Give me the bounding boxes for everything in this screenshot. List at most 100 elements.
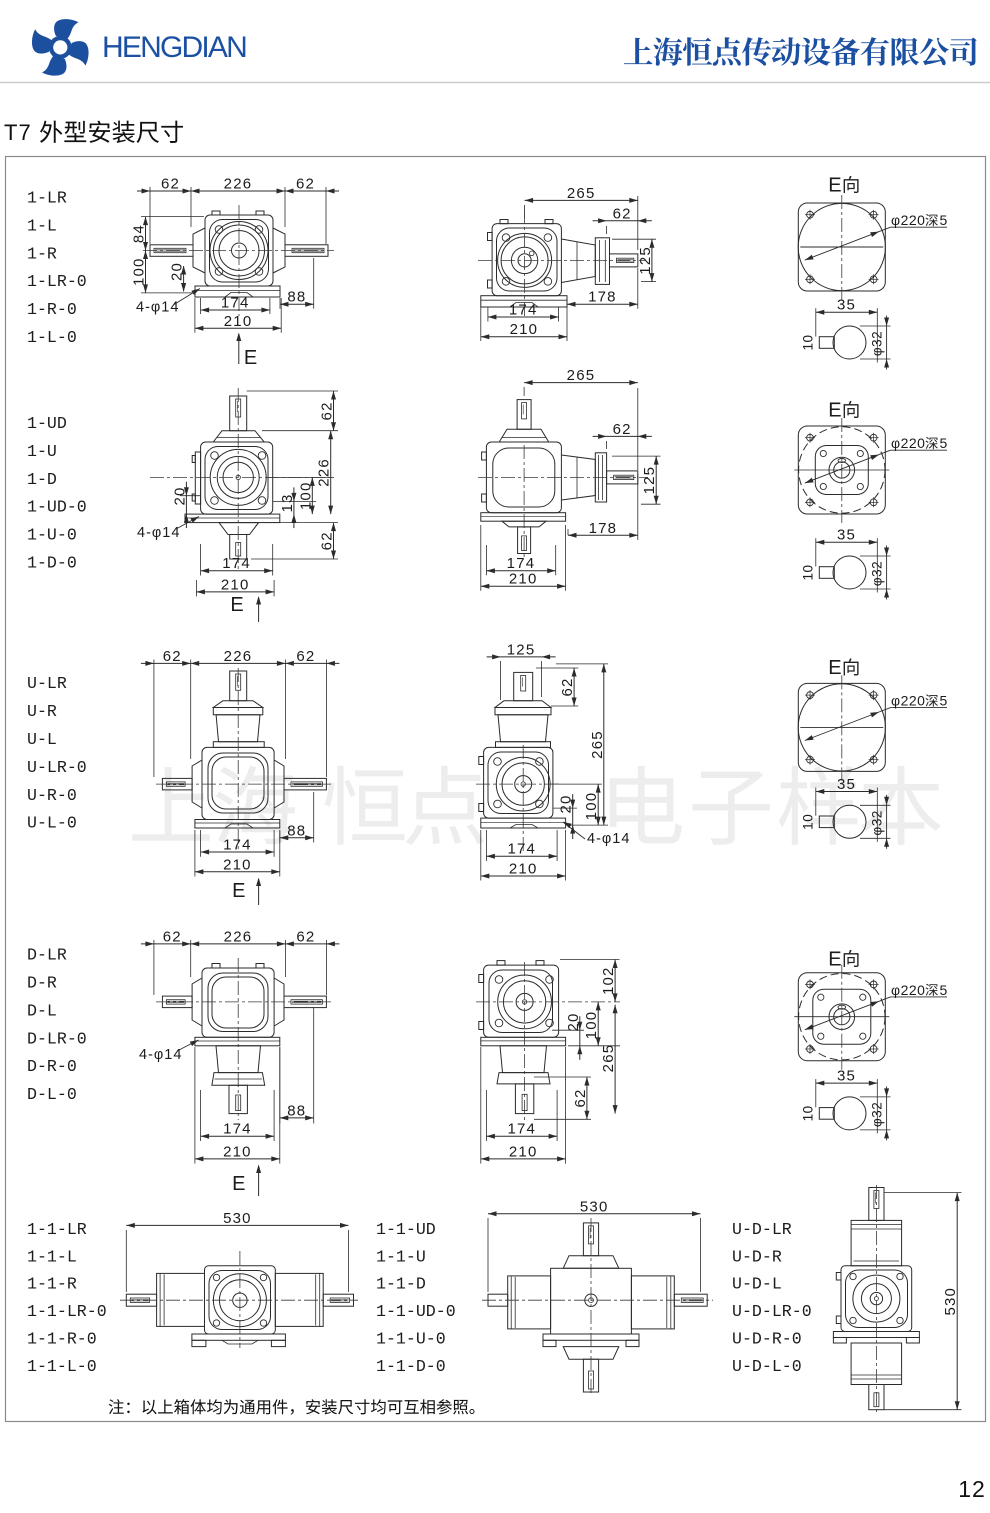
svg-text:62: 62	[296, 928, 315, 945]
svg-text:100: 100	[583, 1011, 600, 1040]
svg-text:20: 20	[565, 1012, 582, 1031]
svg-text:125: 125	[637, 246, 654, 275]
svg-text:E: E	[828, 949, 841, 971]
svg-text:100: 100	[297, 481, 314, 510]
svg-text:174: 174	[221, 295, 250, 312]
svg-text:226: 226	[224, 176, 253, 193]
svg-text:174: 174	[509, 302, 538, 319]
svg-text:62: 62	[319, 401, 336, 420]
svg-text:10: 10	[801, 564, 816, 580]
svg-text:U-LR-0: U-LR-0	[27, 758, 87, 777]
svg-text:62: 62	[559, 677, 576, 696]
svg-text:E: E	[828, 175, 841, 197]
svg-text:5: 5	[940, 212, 948, 228]
svg-text:1-1-D: 1-1-D	[376, 1275, 426, 1294]
svg-text:E: E	[230, 594, 243, 616]
svg-text:4-φ14: 4-φ14	[137, 525, 180, 541]
svg-text:HENGDIAN: HENGDIAN	[102, 31, 246, 64]
svg-text:210: 210	[509, 1143, 538, 1160]
svg-text:T7: T7	[4, 120, 32, 145]
svg-text:1-LR-0: 1-LR-0	[27, 272, 87, 291]
svg-text:265: 265	[589, 730, 606, 759]
svg-text:1-1-L-0: 1-1-L-0	[27, 1357, 97, 1376]
svg-text:62: 62	[613, 421, 632, 438]
svg-text:88: 88	[287, 822, 306, 839]
svg-text:210: 210	[223, 1143, 252, 1160]
svg-text:1-U-0: 1-U-0	[27, 526, 77, 545]
svg-text:265: 265	[567, 185, 596, 202]
svg-text:1-UD: 1-UD	[27, 414, 67, 433]
svg-text:φ220: φ220	[891, 982, 925, 998]
svg-text:1-1-UD: 1-1-UD	[376, 1220, 436, 1239]
svg-text:10: 10	[801, 814, 816, 830]
svg-text:D-R-0: D-R-0	[27, 1057, 77, 1076]
svg-text:1-UD-0: 1-UD-0	[27, 498, 87, 517]
svg-text:35: 35	[837, 527, 856, 544]
svg-text:U-D-R: U-D-R	[732, 1247, 782, 1266]
svg-text:U-R: U-R	[27, 702, 57, 721]
svg-text:62: 62	[163, 648, 182, 665]
svg-text:D-L-0: D-L-0	[27, 1085, 77, 1104]
svg-text:530: 530	[580, 1198, 609, 1215]
svg-text:265: 265	[600, 1044, 617, 1073]
svg-text:174: 174	[507, 841, 536, 858]
svg-text:1-1-LR-0: 1-1-LR-0	[27, 1302, 107, 1321]
svg-text:1-R: 1-R	[27, 244, 57, 263]
svg-text:178: 178	[589, 520, 618, 537]
svg-text:φ220: φ220	[891, 693, 925, 709]
svg-text:D-L: D-L	[27, 1001, 57, 1020]
svg-text:100: 100	[583, 792, 600, 821]
svg-text:U-L-0: U-L-0	[27, 814, 77, 833]
svg-text:35: 35	[837, 776, 856, 793]
svg-text:4-φ14: 4-φ14	[587, 831, 630, 847]
svg-text:35: 35	[837, 297, 856, 314]
svg-text:210: 210	[223, 856, 252, 873]
svg-text:210: 210	[509, 861, 538, 878]
svg-text:62: 62	[319, 531, 336, 550]
svg-text:φ32: φ32	[870, 331, 885, 356]
svg-text:U-D-R-0: U-D-R-0	[732, 1330, 802, 1349]
svg-text:1-L: 1-L	[27, 216, 57, 235]
svg-text:4-φ14: 4-φ14	[139, 1047, 182, 1063]
svg-text:10: 10	[801, 1105, 816, 1121]
svg-text:U-D-L: U-D-L	[732, 1275, 782, 1294]
svg-text:102: 102	[600, 966, 617, 995]
svg-text:88: 88	[287, 1102, 306, 1119]
svg-text:174: 174	[507, 1121, 536, 1138]
svg-text:U-D-L-0: U-D-L-0	[732, 1357, 802, 1376]
svg-text:1-1-U-0: 1-1-U-0	[376, 1330, 446, 1349]
svg-text:226: 226	[224, 928, 253, 945]
svg-text:1-1-UD-0: 1-1-UD-0	[376, 1302, 456, 1321]
svg-text:62: 62	[296, 176, 315, 193]
svg-text:1-1-U: 1-1-U	[376, 1247, 426, 1266]
svg-text:62: 62	[161, 176, 180, 193]
svg-text:E: E	[244, 347, 257, 369]
svg-text:φ32: φ32	[870, 1102, 885, 1127]
svg-text:1-U: 1-U	[27, 442, 57, 461]
svg-text:226: 226	[316, 458, 333, 487]
svg-text:125: 125	[507, 641, 536, 658]
svg-text:13: 13	[279, 493, 296, 512]
svg-text:U-D-LR-0: U-D-LR-0	[732, 1302, 812, 1321]
svg-text:1-1-R-0: 1-1-R-0	[27, 1330, 97, 1349]
svg-text:5: 5	[940, 693, 948, 709]
svg-text:174: 174	[507, 555, 536, 572]
svg-text:1-1-L: 1-1-L	[27, 1247, 77, 1266]
svg-text:φ220: φ220	[891, 212, 925, 228]
svg-text:530: 530	[942, 1287, 959, 1316]
svg-text:D-R: D-R	[27, 974, 57, 993]
svg-text:174: 174	[223, 1121, 252, 1138]
svg-text:4-φ14: 4-φ14	[136, 300, 179, 316]
svg-text:12: 12	[958, 1476, 986, 1502]
svg-text:φ32: φ32	[870, 810, 885, 835]
svg-text:210: 210	[510, 321, 539, 338]
svg-text:210: 210	[224, 313, 253, 330]
svg-text:20: 20	[169, 262, 186, 281]
svg-text:62: 62	[296, 648, 315, 665]
svg-text:φ32: φ32	[870, 561, 885, 586]
svg-text:E: E	[828, 657, 841, 679]
svg-text:1-1-R: 1-1-R	[27, 1275, 77, 1294]
svg-text:100: 100	[131, 257, 148, 286]
svg-text:E: E	[232, 880, 245, 902]
svg-text:226: 226	[224, 648, 253, 665]
